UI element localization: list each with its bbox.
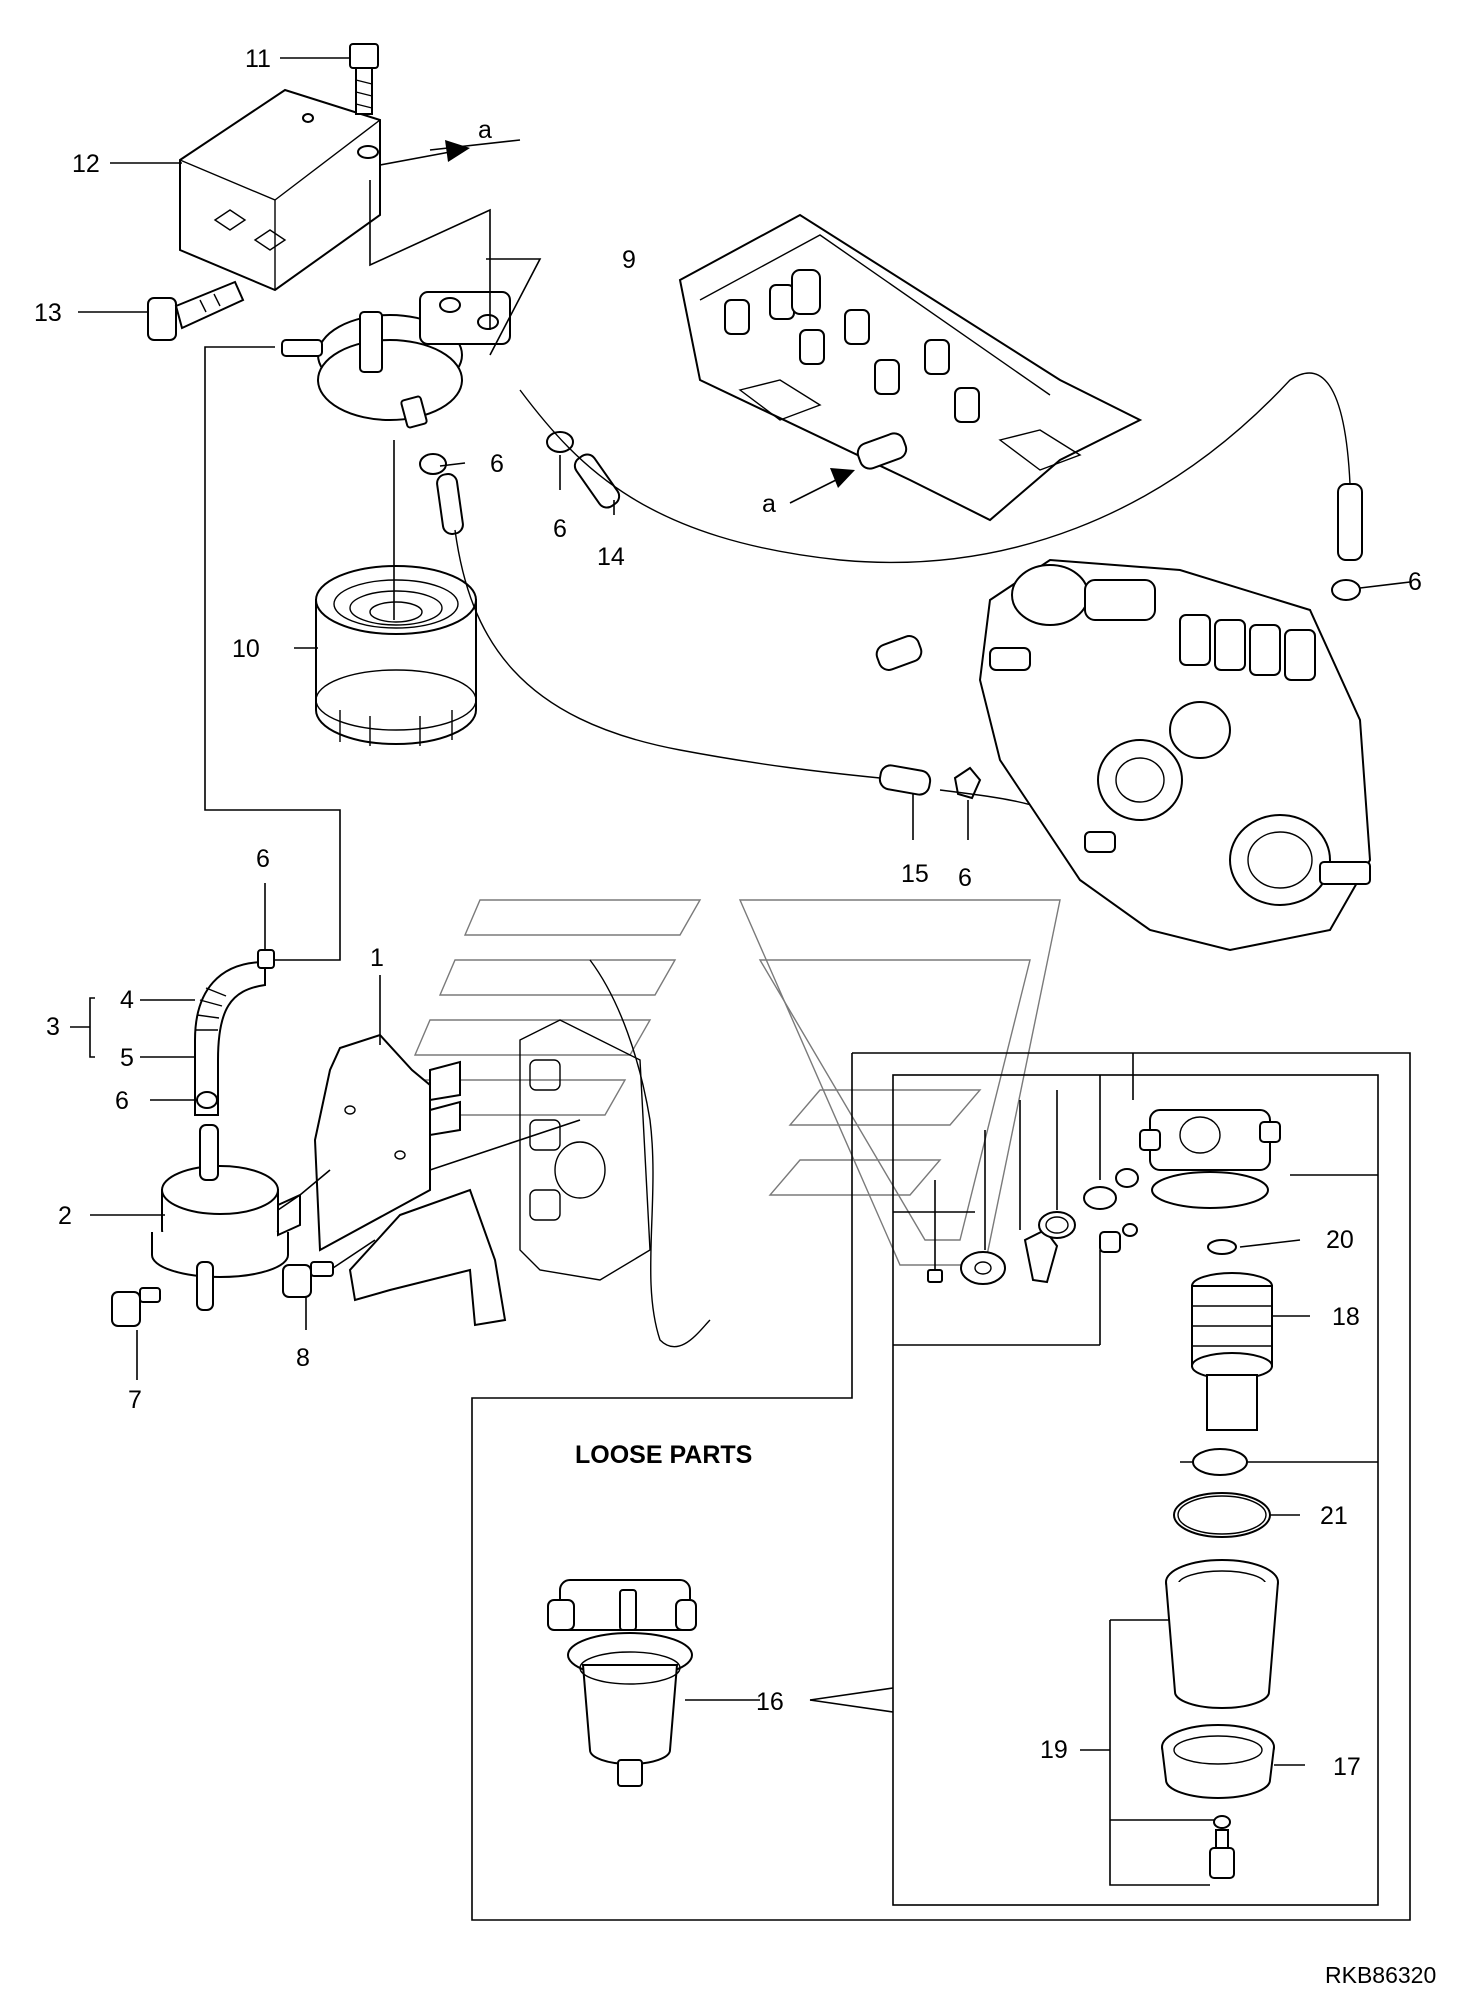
- callout-6-b: 6: [553, 515, 567, 543]
- callout-19: 19: [1040, 1736, 1068, 1764]
- callout-1: 1: [370, 944, 384, 972]
- bolt-part-13: [147, 280, 245, 341]
- callout-labels: 11 12 a 13 9 6 6 14 a 6 10 15 6 6 1 4 3 …: [34, 45, 1422, 1781]
- callout-9: 9: [622, 246, 636, 274]
- filter-head-part-16-exploded: [1139, 1109, 1281, 1209]
- loose-parts-leader-lines: [685, 1053, 1310, 1886]
- bolt-part-8: [282, 1261, 334, 1298]
- callout-6-c: 6: [1408, 568, 1422, 596]
- direction-arrows: [379, 140, 855, 504]
- ring-parts: [1173, 1448, 1271, 1538]
- bolt-part-11: [349, 43, 379, 115]
- watermark-logo: [388, 899, 1061, 1266]
- callout-3: 3: [46, 1013, 60, 1041]
- bolt-part-7: [111, 1287, 161, 1327]
- bowl-part-19: [1165, 1559, 1279, 1709]
- callout-5: 5: [120, 1044, 134, 1072]
- callout-6-a: 6: [490, 450, 504, 478]
- loose-parts-frame: [471, 1052, 1411, 1921]
- callout-16: 16: [756, 1688, 784, 1716]
- leader-lines: [70, 57, 1411, 1380]
- water-separator-assembly-part-16: [547, 1579, 697, 1787]
- callout-8: 8: [296, 1344, 310, 1372]
- hose-part-4-5: [194, 960, 266, 1116]
- callout-17: 17: [1333, 1753, 1361, 1781]
- bracket-part-12: [179, 88, 381, 292]
- callout-20: 20: [1326, 1226, 1354, 1254]
- callout-6-e: 6: [256, 845, 270, 873]
- element-part-18: [1191, 1272, 1273, 1431]
- callout-18: 18: [1332, 1303, 1360, 1331]
- regulator-part-2: [151, 1124, 301, 1311]
- callout-13: 13: [34, 299, 62, 327]
- loose-parts-label: LOOSE PARTS: [575, 1441, 752, 1469]
- callout-11: 11: [245, 45, 271, 73]
- callout-15: 15: [901, 860, 929, 888]
- callout-12: 12: [72, 150, 100, 178]
- cylinder-head-assembly: [678, 213, 1143, 522]
- callout-4: 4: [120, 986, 134, 1014]
- callout-14: 14: [597, 543, 625, 571]
- callout-21: 21: [1320, 1502, 1348, 1530]
- drawing-code: RKB86320: [1325, 1962, 1436, 1988]
- mounting-bracket-part-1: [313, 1033, 507, 1327]
- engine-block-outline: [429, 959, 711, 1348]
- callout-6-d: 6: [958, 864, 972, 892]
- callout-a-top: a: [478, 116, 492, 144]
- drain-plug-parts: [1209, 1815, 1235, 1879]
- filter-cartridge-part-10: [315, 565, 477, 746]
- callout-2: 2: [58, 1202, 72, 1230]
- callout-7: 7: [128, 1386, 142, 1414]
- callout-10: 10: [232, 635, 260, 663]
- small-fittings-parts: [927, 1168, 1139, 1285]
- callout-6-f: 6: [115, 1087, 129, 1115]
- hose-and-clamp-parts: [419, 431, 1363, 800]
- ring-nut-part-17: [1161, 1724, 1275, 1799]
- callout-a-mid: a: [762, 490, 776, 518]
- filter-head-part-9: [281, 291, 511, 429]
- seal-part-20: [1207, 1239, 1237, 1255]
- injection-pump-assembly: [978, 558, 1372, 952]
